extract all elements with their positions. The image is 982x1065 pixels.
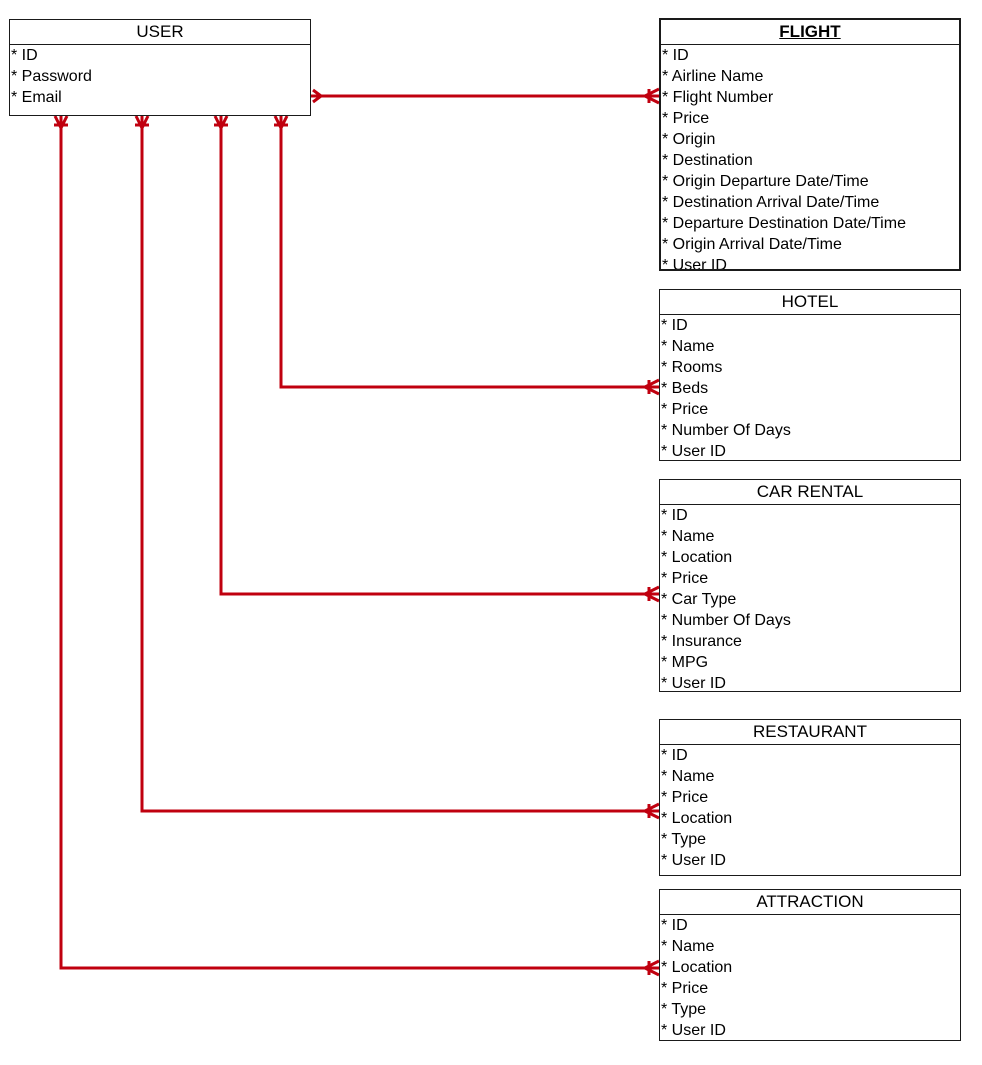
attribute-list: * ID * Password * Email — [10, 45, 310, 108]
attribute-row: * Email — [11, 89, 62, 106]
attribute-row: * Number Of Days — [661, 422, 791, 439]
attribute-row: * Password — [11, 68, 92, 85]
attribute-row: * Location — [661, 549, 733, 566]
attribute-row: * Type — [661, 1001, 707, 1018]
attribute-row: * User ID — [661, 852, 726, 869]
cardinality-mark — [312, 94, 322, 104]
attribute-list: * ID * Name * Location * Price * Car Type * N… — [660, 505, 960, 692]
attribute-row: * Location — [661, 959, 733, 976]
attribute-row: * Location — [661, 810, 733, 827]
attribute-row: * User ID — [661, 1022, 726, 1039]
attribute-row: * User ID — [662, 257, 727, 271]
attribute-row: * Rooms — [661, 359, 723, 376]
attribute-row: * ID — [662, 47, 689, 64]
cardinality-mark — [312, 88, 322, 98]
entity-title: USER — [10, 20, 310, 45]
attribute-row: * Insurance — [661, 633, 742, 650]
attribute-row: * Flight Number — [662, 89, 774, 106]
crows-foot-mark — [644, 585, 660, 596]
attribute-list: * ID * Name * Location * Price * Type * User … — [660, 915, 960, 1040]
attribute-row: * ID — [11, 47, 38, 64]
relationship-line — [279, 116, 659, 389]
crows-foot-mark — [644, 959, 660, 970]
attribute-list: * ID * Name * Price * Location * Type * User … — [660, 745, 960, 871]
relationship-line — [140, 116, 659, 813]
entity-flight[interactable]: FLIGHT * ID * Airline Name * Flight Number… — [659, 18, 961, 271]
attribute-row: * Price — [662, 110, 710, 127]
attribute-row: * Name — [661, 528, 715, 545]
attribute-list: * ID * Name * Rooms * Beds * Price * Number O… — [660, 315, 960, 460]
relationship-line — [219, 116, 659, 596]
attribute-row: * Name — [661, 338, 715, 355]
attribute-row: * User ID — [661, 443, 726, 460]
entity-title: HOTEL — [660, 290, 960, 315]
attribute-row: * Price — [661, 401, 709, 418]
entity-restaurant[interactable]: RESTAURANT * ID* Name* Price* Location* … — [659, 719, 961, 876]
crows-foot-mark — [644, 966, 660, 977]
attribute-row: * Destination Arrival Date/Time — [662, 194, 880, 211]
attribute-row: * Origin Arrival Date/Time — [662, 236, 842, 253]
attribute-row: * Destination — [662, 152, 753, 169]
entity-title: FLIGHT — [661, 20, 959, 45]
attribute-row: * Name — [661, 938, 715, 955]
crows-foot-mark — [644, 378, 660, 389]
attribute-row: * ID — [661, 507, 688, 524]
crows-foot-mark — [644, 87, 660, 98]
entity-title: CAR RENTAL — [660, 480, 960, 505]
entity-attraction[interactable]: ATTRACTION * ID* Name* Location* Price* … — [659, 889, 961, 1041]
attribute-row: * Number Of Days — [661, 612, 791, 629]
crows-foot-mark — [644, 809, 660, 820]
attribute-row: * MPG — [661, 654, 709, 671]
attribute-row: * Type — [661, 831, 707, 848]
attribute-row: * Name — [661, 768, 715, 785]
attribute-row: * Beds — [661, 380, 709, 397]
attribute-row: * Airline Name — [662, 68, 764, 85]
attribute-row: * ID — [661, 317, 688, 334]
attribute-row: * Origin — [662, 131, 716, 148]
entity-user[interactable]: USER * ID * Password * Email — [9, 19, 311, 116]
crows-foot-mark — [644, 94, 660, 105]
attribute-row: * Price — [661, 980, 709, 997]
crows-foot-mark — [644, 802, 660, 813]
attribute-row: * ID — [661, 917, 688, 934]
attribute-row: * User ID — [661, 675, 726, 692]
entity-title: ATTRACTION — [660, 890, 960, 915]
relationship-line — [59, 116, 659, 970]
attribute-list: * ID * Airline Name * Flight Number * Price… — [661, 45, 959, 271]
attribute-row: * ID — [661, 747, 688, 764]
attribute-row: * Origin Departure Date/Time — [662, 173, 869, 190]
attribute-row: * Departure Destination Date/Time — [662, 215, 906, 232]
attribute-row: * Price — [661, 789, 709, 806]
entity-title: RESTAURANT — [660, 720, 960, 745]
entity-hotel[interactable]: HOTEL * ID * Name * Rooms * Beds * Price * Nu… — [659, 289, 961, 461]
attribute-row: * Price — [661, 570, 709, 587]
crows-foot-mark — [644, 592, 660, 603]
attribute-row: * Car Type — [661, 591, 737, 608]
entity-car-rental[interactable]: CAR RENTAL * ID* Name* Location* Price* … — [659, 479, 961, 692]
crows-foot-mark — [644, 385, 660, 396]
